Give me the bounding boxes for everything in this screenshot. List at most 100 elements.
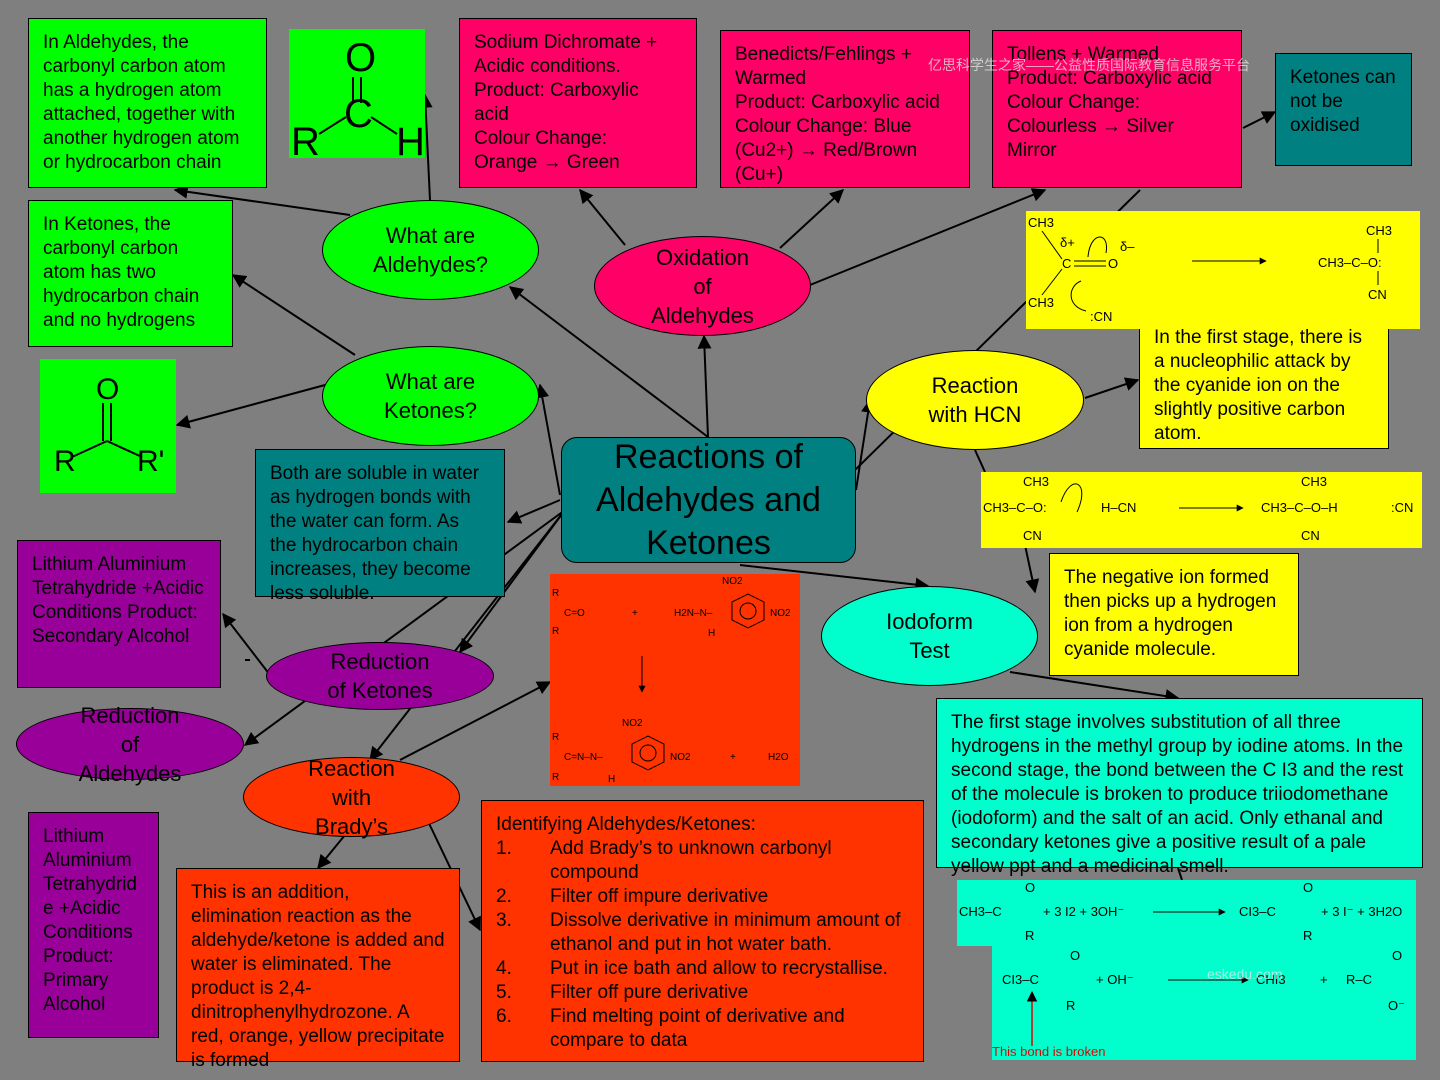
arrow-center-oxidation xyxy=(697,334,712,438)
arrow-tollens-ketones xyxy=(1242,111,1277,129)
iodoform-reaction-2: O CI3–C R + OH⁻ CHI3 + O R–C O⁻ This bon… xyxy=(992,946,1416,1060)
arrow-oxidation-dichromate xyxy=(579,188,626,246)
iodoform-description-box: The first stage involves substitution of… xyxy=(936,698,1423,877)
identifying-steps: 1.Add Brady’s to unknown carbonyl compou… xyxy=(496,837,909,1053)
arrow-reduction-ketones-lialh4 xyxy=(222,612,271,676)
arrow-center-hcn xyxy=(855,398,875,491)
node-reaction-with-bradys[interactable]: Reaction with Brady’s xyxy=(243,756,460,839)
svg-text:NO2: NO2 xyxy=(770,608,791,619)
arrow-center-solubility xyxy=(506,499,561,524)
aldehyde-structure: O C R H xyxy=(289,29,425,164)
svg-text:C=O: C=O xyxy=(564,608,585,619)
arrow-oxidation-benedicts xyxy=(779,189,845,249)
hcn-mechanism-stage2: CH3 CH3–C–O: CN H–CN CH3 CH3–C–O–H CN :C… xyxy=(981,472,1422,548)
tollens-box: Tollens + Warmed Product: Carboxylic aci… xyxy=(992,30,1242,188)
arrow-center-aldehydes xyxy=(508,286,709,438)
step-item: 1.Add Brady’s to unknown carbonyl compou… xyxy=(496,838,832,883)
ketones-not-oxidised-box: Ketones can not be oxidised xyxy=(1275,53,1412,166)
hcn-mechanism-stage1: CH3 CH3 δ+ C O δ– :CN CH3 CH3–C–O: CN xyxy=(1026,211,1420,329)
svg-text:R': R' xyxy=(137,445,164,478)
lialh4-primary-box: Lithium Aluminium Tetrahydrid e +Acidic … xyxy=(28,812,159,1038)
svg-text:δ–: δ– xyxy=(1120,239,1135,254)
svg-text:C: C xyxy=(344,92,373,136)
svg-text:CH3: CH3 xyxy=(1028,215,1054,230)
svg-text:NO2: NO2 xyxy=(622,718,643,729)
svg-text:+ 3 I⁻ + 3H2O: + 3 I⁻ + 3H2O xyxy=(1321,904,1402,919)
node-reduction-of-aldehydes[interactable]: Reduction of Aldehydes xyxy=(16,703,244,786)
node-reduction-of-ketones[interactable]: Reduction of Ketones xyxy=(266,642,494,710)
svg-text:+ 3 I2 + 3OH⁻: + 3 I2 + 3OH⁻ xyxy=(1043,904,1124,919)
svg-text:CN: CN xyxy=(1368,287,1387,302)
arrow-ketones-structure xyxy=(175,384,326,429)
bradys-description-box: This is an addition, elimination reactio… xyxy=(176,868,460,1071)
lialh4-secondary-box: Lithium Aluminium Tetrahydride +Acidic C… xyxy=(17,540,221,688)
svg-text:CN: CN xyxy=(1301,528,1320,543)
svg-text:+: + xyxy=(730,752,736,763)
svg-text:CI3–C: CI3–C xyxy=(1239,904,1276,919)
svg-text:R: R xyxy=(54,445,76,478)
ketone-definition-box: In Ketones, the carbonyl carbon atom has… xyxy=(28,200,233,347)
node-oxidation-of-aldehydes[interactable]: Oxidation of Aldehydes xyxy=(594,236,811,336)
hcn-stage1-box: In the first stage, there is a nucleophi… xyxy=(1139,313,1389,449)
svg-text:O: O xyxy=(96,373,119,406)
step-item: 2.Filter off impure derivative xyxy=(496,886,769,907)
svg-text:C: C xyxy=(1062,256,1071,271)
line-iodoform-structure xyxy=(1177,867,1183,881)
svg-text:R: R xyxy=(1066,998,1075,1013)
svg-text:H2N–N–: H2N–N– xyxy=(674,608,713,619)
svg-text:H: H xyxy=(708,628,715,639)
svg-text:CH3–C: CH3–C xyxy=(959,904,1002,919)
svg-text:+: + xyxy=(1320,972,1328,987)
ketone-structure: O R R' xyxy=(40,359,176,493)
svg-text:CH3: CH3 xyxy=(1366,223,1392,238)
arrow-center-reduction-aldehydes xyxy=(243,509,566,746)
node-what-are-ketones[interactable]: What are Ketones? xyxy=(322,346,539,446)
svg-text:O: O xyxy=(1108,256,1118,271)
arrow-hcn-stage1 xyxy=(1084,377,1140,399)
svg-text:CN: CN xyxy=(1023,528,1042,543)
benedicts-box: Benedicts/Fehlings + Warmed Product: Car… xyxy=(720,30,970,188)
svg-text:R: R xyxy=(552,772,559,783)
svg-text:CH3: CH3 xyxy=(1023,474,1049,489)
step-item: 5.Filter off pure derivative xyxy=(496,982,749,1003)
svg-text:O: O xyxy=(1303,880,1313,895)
svg-text::CN: :CN xyxy=(1090,309,1112,324)
svg-text:H: H xyxy=(608,774,615,785)
svg-text:This bond is broken: This bond is broken xyxy=(992,1044,1105,1059)
arrow-center-iodoform xyxy=(739,564,930,592)
svg-text:R: R xyxy=(552,626,559,637)
arrow-center-ketones xyxy=(535,383,561,496)
arrow-ketones-def xyxy=(231,274,356,356)
svg-text:R: R xyxy=(1303,928,1312,943)
svg-text:O: O xyxy=(1025,880,1035,895)
svg-text:δ+: δ+ xyxy=(1060,235,1075,250)
arrow-aldehydes-def xyxy=(173,184,351,216)
node-reaction-with-hcn[interactable]: Reaction with HCN xyxy=(866,350,1084,450)
svg-text:NO2: NO2 xyxy=(722,576,743,587)
step-item: 4.Put in ice bath and allow to recrystal… xyxy=(496,958,888,979)
svg-text:R: R xyxy=(291,120,320,158)
svg-text:O: O xyxy=(1392,948,1402,963)
arrow-oxidation-tollens xyxy=(809,188,1047,286)
svg-text:CH3–C–O:: CH3–C–O: xyxy=(1318,255,1382,270)
svg-text:R: R xyxy=(552,588,559,599)
iodoform-reaction-1: O CH3–C R + 3 I2 + 3OH⁻ O CI3–C R + 3 I⁻… xyxy=(957,880,1416,946)
solubility-box: Both are soluble in water as hydrogen bo… xyxy=(255,449,505,604)
arrow-iodoform-desc xyxy=(1009,671,1180,703)
svg-text:+: + xyxy=(632,608,638,619)
line-hcn-down xyxy=(974,449,986,473)
svg-text:O⁻: O⁻ xyxy=(1388,998,1405,1013)
node-what-are-aldehydes[interactable]: What are Aldehydes? xyxy=(322,200,539,300)
node-iodoform-test[interactable]: Iodoform Test xyxy=(821,586,1038,686)
svg-text:H–CN: H–CN xyxy=(1101,500,1136,515)
watermark-bottom: eskedu.com xyxy=(1207,966,1283,982)
identifying-title: Identifying Aldehydes/Ketones: xyxy=(496,814,756,835)
hcn-stage2-box: The negative ion formed then picks up a … xyxy=(1049,553,1299,676)
step-item: 3.Dissolve derivative in minimum amount … xyxy=(496,910,901,955)
svg-text::CN: :CN xyxy=(1391,500,1413,515)
svg-text:CI3–C: CI3–C xyxy=(1002,972,1039,987)
svg-text:R: R xyxy=(1025,928,1034,943)
dichromate-box: Sodium Dichromate + Acidic conditions. P… xyxy=(459,18,697,188)
svg-text:R: R xyxy=(552,732,559,743)
svg-text:+ OH⁻: + OH⁻ xyxy=(1096,972,1134,987)
